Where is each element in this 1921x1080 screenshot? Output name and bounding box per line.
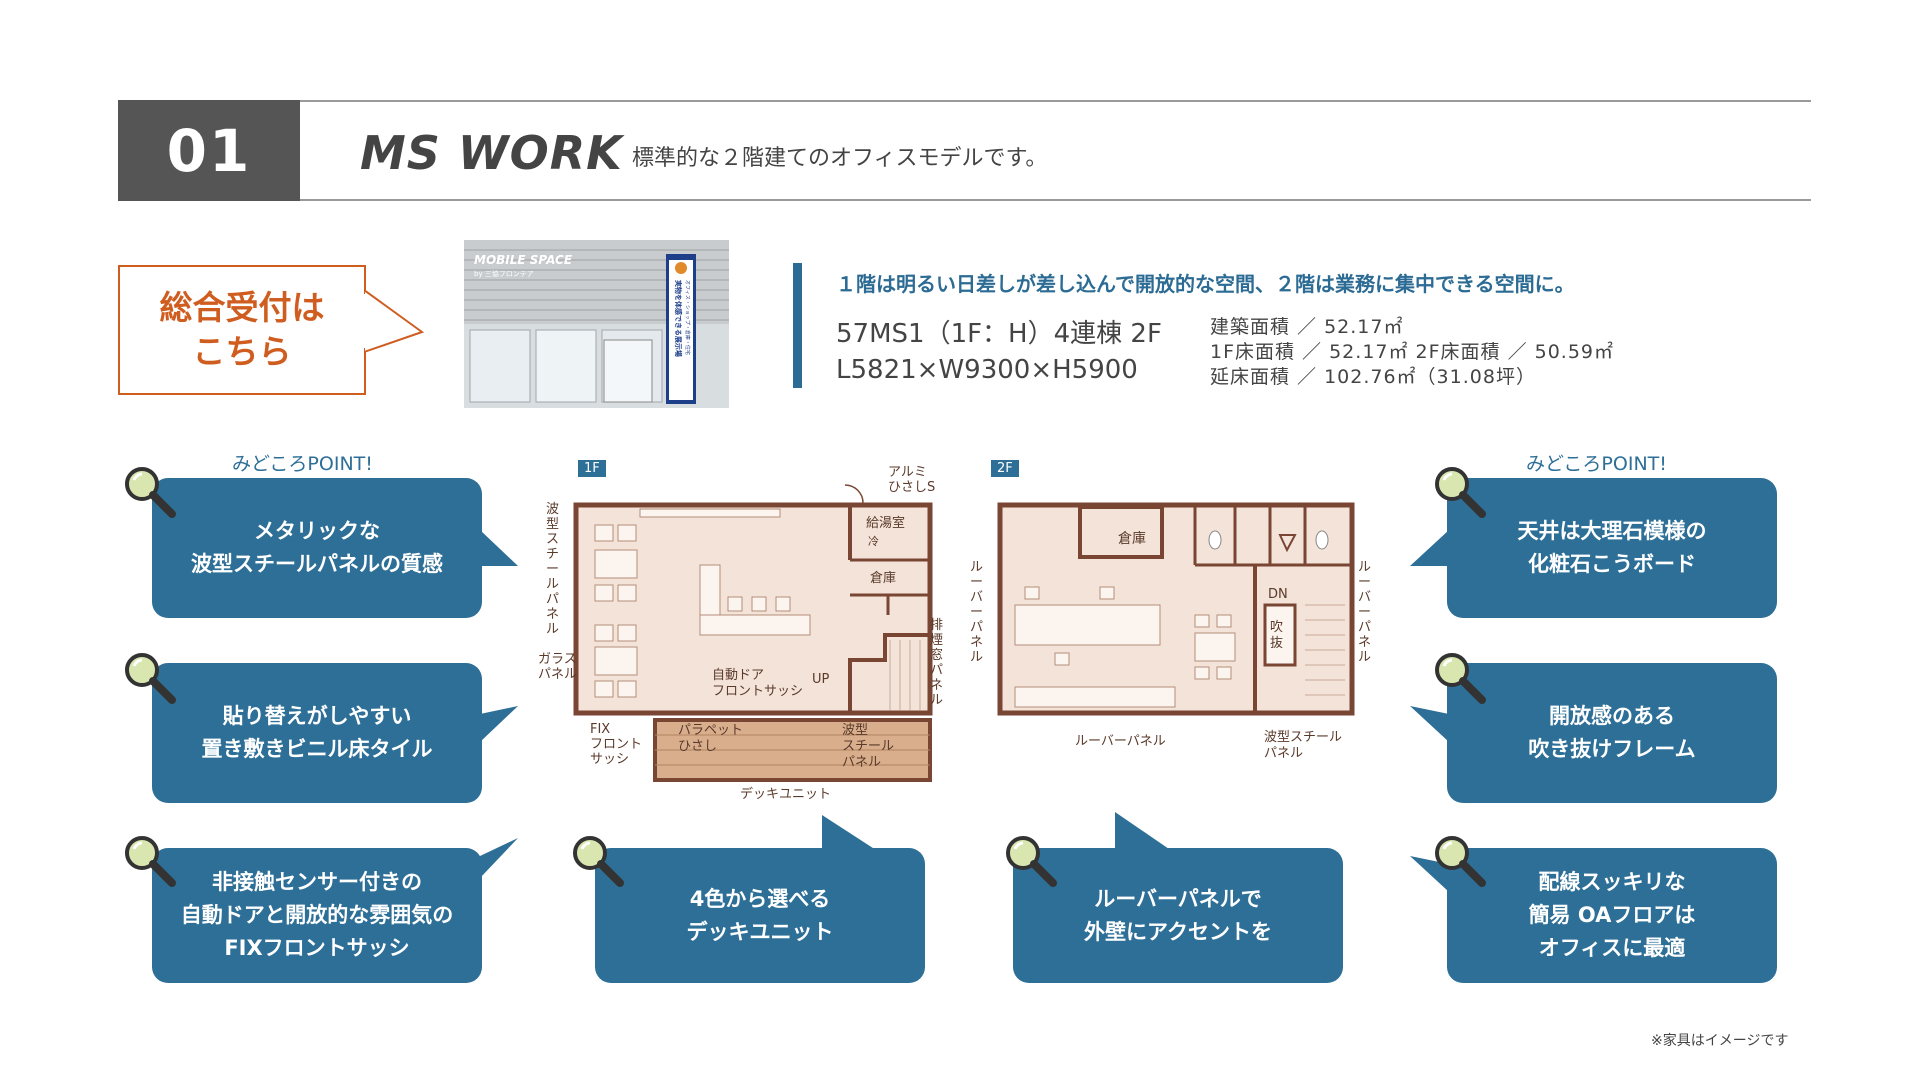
magnifier-icon bbox=[1435, 467, 1486, 518]
fp2-wave-panel-label: 波型スチールパネル bbox=[1264, 730, 1343, 761]
point-wave-panel-line1: メタリックな bbox=[254, 519, 380, 543]
point-bubble-vinyl-floor: 貼り替えがしやすい 置き敷きビニル床タイル bbox=[152, 663, 482, 803]
point-vinyl-floor-line1: 貼り替えがしやすい bbox=[222, 704, 412, 728]
points-label-right: みどころPOINT! bbox=[1526, 453, 1667, 475]
point-ceiling-board-line2: 化粧石こうボード bbox=[1528, 552, 1696, 576]
spec-model-line1: 57MS1（1F：H）4連棟 2F bbox=[836, 319, 1162, 349]
reception-callout[interactable]: 総合受付は こちら bbox=[118, 265, 366, 395]
points-label-left: みどころPOINT! bbox=[232, 453, 373, 475]
fp2-dn-label: DN bbox=[1268, 587, 1288, 602]
building-photo: MOBILE SPACE by 三協フロンテア オフィス・ショップ・倉庫・住宅 … bbox=[464, 240, 729, 408]
floorplan-2f bbox=[997, 502, 1355, 716]
fp1-up-label: UP bbox=[812, 672, 830, 687]
bubble-tail bbox=[1410, 530, 1449, 566]
fp1-glass-panel-label: ガラスパネル bbox=[538, 652, 578, 682]
model-name: MS WORK bbox=[360, 126, 623, 180]
header-bottom-rule bbox=[118, 199, 1811, 201]
point-void-frame-line2: 吹き抜けフレーム bbox=[1528, 737, 1696, 761]
floorplan-1f bbox=[573, 484, 933, 782]
magnifier-icon bbox=[125, 653, 176, 704]
point-bubble-wave-panel: メタリックな 波型スチールパネルの質感 bbox=[152, 478, 482, 618]
fp1-deck-label: デッキユニット bbox=[740, 787, 832, 802]
floorplan-1f-badge: 1F bbox=[578, 460, 606, 477]
magnifier-icon bbox=[1006, 836, 1057, 887]
bubble-tail bbox=[1410, 856, 1449, 892]
reception-line2: こちら bbox=[192, 332, 292, 371]
fp2-void-label: 吹抜 bbox=[1270, 620, 1284, 651]
photo-banner-subtext: オフィス・ショップ・倉庫・住宅 bbox=[684, 280, 691, 355]
fp1-storage-label: 倉庫 bbox=[870, 571, 897, 586]
spec-lead-text: １階は明るい日差しが差し込んで開放的な空間、２階は業務に集中できる空間に。 bbox=[836, 272, 1575, 296]
magnifier-icon bbox=[1435, 653, 1486, 704]
spec-area-floors: 1F床面積 ／ 52.17㎡ 2F床面積 ／ 50.59㎡ bbox=[1210, 341, 1615, 363]
point-deck-unit-line2: デッキユニット bbox=[686, 919, 834, 944]
point-bubble-front-sash: 非接触センサー付きの 自動ドアと開放的な雰囲気の FIXフロントサッシ bbox=[152, 848, 482, 983]
magnifier-icon bbox=[125, 467, 176, 518]
bubble-tail bbox=[1410, 706, 1449, 742]
point-bubble-ceiling-board: 天井は大理石模様の 化粧石こうボード bbox=[1447, 478, 1777, 618]
fp1-wave-panel-horizontal-label: 波型スチールパネル bbox=[842, 723, 895, 770]
point-front-sash-line3: FIXフロントサッシ bbox=[224, 936, 410, 960]
footnote: ※家具はイメージです bbox=[1651, 1033, 1789, 1049]
point-deck-unit-line1: 4色から選べる bbox=[689, 886, 831, 911]
fp1-parapet-label: パラペットひさし bbox=[678, 723, 744, 754]
photo-sign-subtext: by 三協フロンテア bbox=[474, 269, 534, 278]
fp2-louver-right-label: ルーバーパネル bbox=[1358, 560, 1372, 665]
reception-line1: 総合受付は bbox=[159, 288, 325, 327]
model-description: 標準的な２階建てのオフィスモデルです。 bbox=[632, 146, 1048, 171]
fp1-wave-panel-vertical-label: 波型スチールパネル bbox=[546, 502, 560, 637]
fp2-louver-left-label: ルーバーパネル bbox=[970, 560, 984, 665]
magnifier-icon bbox=[1435, 836, 1486, 887]
reception-callout-tail bbox=[364, 290, 425, 354]
point-vinyl-floor-line2: 置き敷きビニル床タイル bbox=[201, 737, 433, 761]
point-oa-floor-line3: オフィスに最適 bbox=[1538, 936, 1686, 960]
fp1-aluminum-label: アルミひさしS bbox=[888, 465, 936, 495]
spec-model: 57MS1（1F：H）4連棟 2F L5821×W9300×H5900 bbox=[836, 316, 1162, 388]
model-number: 01 bbox=[118, 100, 300, 201]
fp2-storage-label: 倉庫 bbox=[1118, 531, 1146, 547]
fp1-auto-door-label: 自動ドアフロントサッシ bbox=[712, 668, 804, 699]
bubble-tail bbox=[480, 530, 518, 566]
point-bubble-louver-panel: ルーバーパネルで 外壁にアクセントを bbox=[1013, 848, 1343, 983]
point-louver-panel-line2: 外壁にアクセントを bbox=[1084, 919, 1272, 944]
point-bubble-void-frame: 開放感のある 吹き抜けフレーム bbox=[1447, 663, 1777, 803]
point-front-sash-line1: 非接触センサー付きの bbox=[212, 870, 422, 894]
photo-banner-text: 実物を体感できる展示場 bbox=[674, 280, 683, 357]
floorplan-2f-badge: 2F bbox=[991, 460, 1019, 477]
fp2-louver-bottom-label: ルーバーパネル bbox=[1075, 734, 1166, 749]
point-front-sash-line2: 自動ドアと開放的な雰囲気の bbox=[180, 903, 454, 927]
bubble-tail bbox=[480, 838, 518, 878]
point-ceiling-board-line1: 天井は大理石模様の bbox=[1517, 519, 1707, 543]
fp1-kitchen-label: 給湯室 bbox=[866, 516, 906, 531]
magnifier-icon bbox=[125, 836, 176, 887]
spec-area-building: 建築面積 ／ 52.17㎡ bbox=[1210, 316, 1404, 338]
fp1-fridge-label: 冷 bbox=[868, 535, 879, 548]
spec-model-line2: L5821×W9300×H5900 bbox=[836, 355, 1138, 385]
fp1-exhaust-label: 排煙窓パネル bbox=[930, 618, 944, 708]
header-top-rule bbox=[118, 100, 1811, 102]
point-void-frame-line1: 開放感のある bbox=[1549, 704, 1675, 728]
spec-areas: 建築面積 ／ 52.17㎡ 1F床面積 ／ 52.17㎡ 2F床面積 ／ 50.… bbox=[1210, 315, 1614, 390]
photo-sign-text: MOBILE SPACE bbox=[474, 253, 573, 267]
point-louver-panel-line1: ルーバーパネルで bbox=[1094, 886, 1262, 911]
bubble-tail bbox=[1115, 812, 1169, 849]
point-oa-floor-line1: 配線スッキリな bbox=[1538, 870, 1686, 894]
magnifier-icon bbox=[573, 836, 624, 887]
bubble-tail bbox=[480, 706, 518, 742]
spec-area-total: 延床面積 ／ 102.76㎡（31.08坪） bbox=[1210, 366, 1536, 388]
point-bubble-oa-floor: 配線スッキリな 簡易 OAフロアは オフィスに最適 bbox=[1447, 848, 1777, 983]
point-oa-floor-line2: 簡易 OAフロアは bbox=[1528, 903, 1696, 927]
spec-accent-bar bbox=[793, 263, 802, 388]
bubble-tail bbox=[822, 815, 876, 850]
point-bubble-deck-unit: 4色から選べる デッキユニット bbox=[595, 848, 925, 983]
point-wave-panel-line2: 波型スチールパネルの質感 bbox=[191, 552, 443, 576]
